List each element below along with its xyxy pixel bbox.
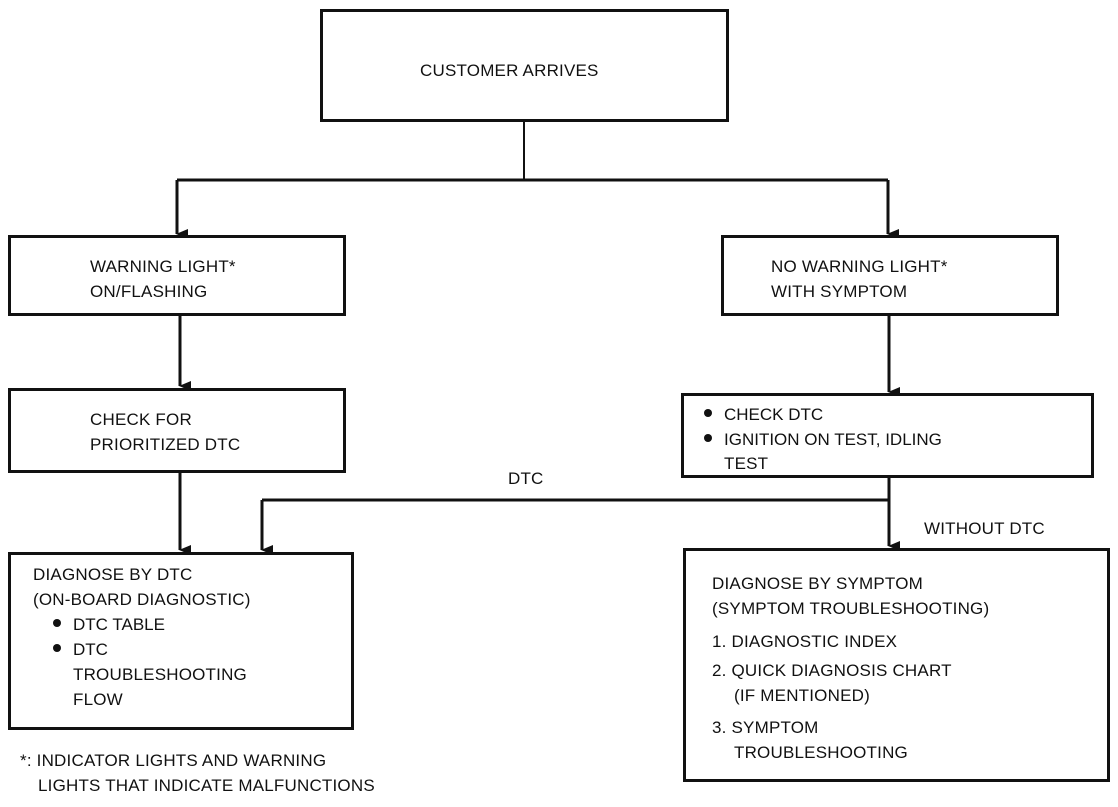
check-dtc-item-2: IGNITION ON TEST, IDLING: [704, 427, 942, 452]
diagnose-dtc-item-1: DTC TABLE: [53, 612, 165, 637]
diagnose-dtc-item-2-cont-1: TROUBLESHOOTING: [73, 665, 247, 684]
diagnose-symptom-item-2-cont: (IF MENTIONED): [734, 686, 870, 705]
check-dtc-item-2-cont: TEST: [724, 454, 769, 473]
check-dtc-item-1: CHECK DTC: [704, 402, 823, 427]
node-warning-light: WARNING LIGHT* ON/FLASHING: [8, 235, 346, 316]
node-warning-light-line2: ON/FLASHING: [90, 282, 208, 301]
diagnose-symptom-title-2: (SYMPTOM TROUBLESHOOTING): [712, 599, 990, 618]
node-no-warning-light-line1: NO WARNING LIGHT*: [771, 257, 948, 276]
bullet-icon: [704, 409, 712, 417]
node-check-dtc-tests: CHECK DTC IGNITION ON TEST, IDLING TEST: [681, 393, 1094, 478]
edge-label-without-dtc: WITHOUT DTC: [924, 519, 1045, 538]
node-diagnose-by-symptom: DIAGNOSE BY SYMPTOM (SYMPTOM TROUBLESHOO…: [683, 548, 1110, 782]
diagnose-symptom-title-1: DIAGNOSE BY SYMPTOM: [712, 574, 923, 593]
diagnose-dtc-title-2: (ON-BOARD DIAGNOSTIC): [33, 590, 251, 609]
node-diagnose-by-dtc: DIAGNOSE BY DTC (ON-BOARD DIAGNOSTIC) DT…: [8, 552, 354, 730]
diagnose-symptom-item-1: 1. DIAGNOSTIC INDEX: [712, 632, 898, 651]
diagnose-symptom-item-2: 2. QUICK DIAGNOSIS CHART: [712, 661, 952, 680]
node-check-prioritized-dtc: CHECK FOR PRIORITIZED DTC: [8, 388, 346, 473]
bullet-icon: [53, 644, 61, 652]
diagnose-dtc-item-2-cont-2: FLOW: [73, 690, 123, 709]
diagnose-dtc-title-1: DIAGNOSE BY DTC: [33, 565, 193, 584]
footnote-line-1: *: INDICATOR LIGHTS AND WARNING: [20, 751, 327, 770]
diagnose-symptom-item-3-cont: TROUBLESHOOTING: [734, 743, 908, 762]
node-customer-arrives: CUSTOMER ARRIVES: [320, 9, 729, 122]
bullet-icon: [704, 434, 712, 442]
node-check-prioritized-line2: PRIORITIZED DTC: [90, 435, 241, 454]
node-customer-arrives-label: CUSTOMER ARRIVES: [420, 61, 599, 80]
node-check-prioritized-line1: CHECK FOR: [90, 410, 192, 429]
node-warning-light-line1: WARNING LIGHT*: [90, 257, 236, 276]
node-no-warning-light: NO WARNING LIGHT* WITH SYMPTOM: [721, 235, 1059, 316]
diagnose-symptom-item-3: 3. SYMPTOM: [712, 718, 819, 737]
bullet-icon: [53, 619, 61, 627]
edge-label-dtc: DTC: [508, 469, 544, 488]
node-no-warning-light-line2: WITH SYMPTOM: [771, 282, 908, 301]
diagnose-dtc-item-2: DTC: [53, 637, 108, 662]
footnote-line-2: LIGHTS THAT INDICATE MALFUNCTIONS: [38, 776, 375, 795]
